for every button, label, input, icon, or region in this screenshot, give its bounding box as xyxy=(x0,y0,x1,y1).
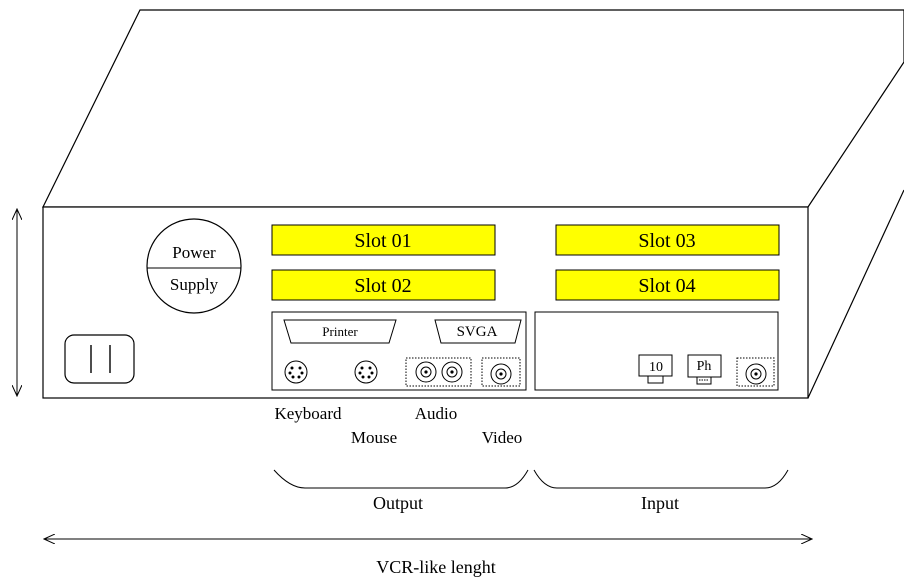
keyboard-ps2-port xyxy=(284,360,308,384)
keyboard-label: Keyboard xyxy=(274,404,342,423)
output-group-label: Output xyxy=(373,493,423,513)
output-brace xyxy=(273,469,529,489)
audio-jacks xyxy=(405,357,472,387)
case-side-edge xyxy=(807,189,904,399)
audio-label: Audio xyxy=(415,404,458,423)
power-supply-label-top: Power xyxy=(172,243,216,262)
power-supply-label-bottom: Supply xyxy=(170,275,219,294)
rj11-port-icon: Ph xyxy=(687,354,722,385)
slot-02-label: Slot 02 xyxy=(354,275,411,297)
slot-04 xyxy=(555,269,780,301)
length-dimension-label: VCR-like lenght xyxy=(376,557,496,577)
slot-02 xyxy=(271,269,496,301)
output-panel: Printer SVGA xyxy=(271,311,527,391)
video-label: Video xyxy=(482,428,523,447)
power-supply: Power Supply xyxy=(146,218,242,314)
case-top-face xyxy=(42,9,904,208)
video-jack xyxy=(481,357,521,387)
input-group-label: Input xyxy=(641,493,679,513)
power-supply-circle xyxy=(146,218,242,314)
printer-port: Printer xyxy=(283,319,397,344)
slot-04-label: Slot 04 xyxy=(638,275,695,297)
svga-port: SVGA xyxy=(434,319,522,344)
rca-jack-icon xyxy=(441,361,463,383)
rca-jack-icon xyxy=(745,363,767,385)
slot-03-label: Slot 03 xyxy=(638,230,695,252)
slot-03 xyxy=(555,224,780,256)
network-port-label: 10 xyxy=(649,360,663,375)
antenna-jack xyxy=(736,357,775,387)
mouse-ps2-port xyxy=(354,360,378,384)
power-socket-icon xyxy=(64,334,135,384)
rca-jack-icon xyxy=(490,363,512,385)
slot-01-label: Slot 01 xyxy=(354,230,411,252)
phone-port-label: Ph xyxy=(697,359,712,374)
expansion-slots: Slot 01 Slot 02 Slot 03 Slot 04 xyxy=(271,224,780,301)
rj45-port-icon: 10 xyxy=(638,354,673,384)
rca-jack-icon xyxy=(415,361,437,383)
mouse-label: Mouse xyxy=(351,428,397,447)
input-panel: 10 Ph xyxy=(534,311,779,391)
input-brace xyxy=(533,469,789,489)
slot-01 xyxy=(271,224,496,256)
printer-port-label: Printer xyxy=(322,324,358,339)
svga-port-label: SVGA xyxy=(457,324,498,340)
